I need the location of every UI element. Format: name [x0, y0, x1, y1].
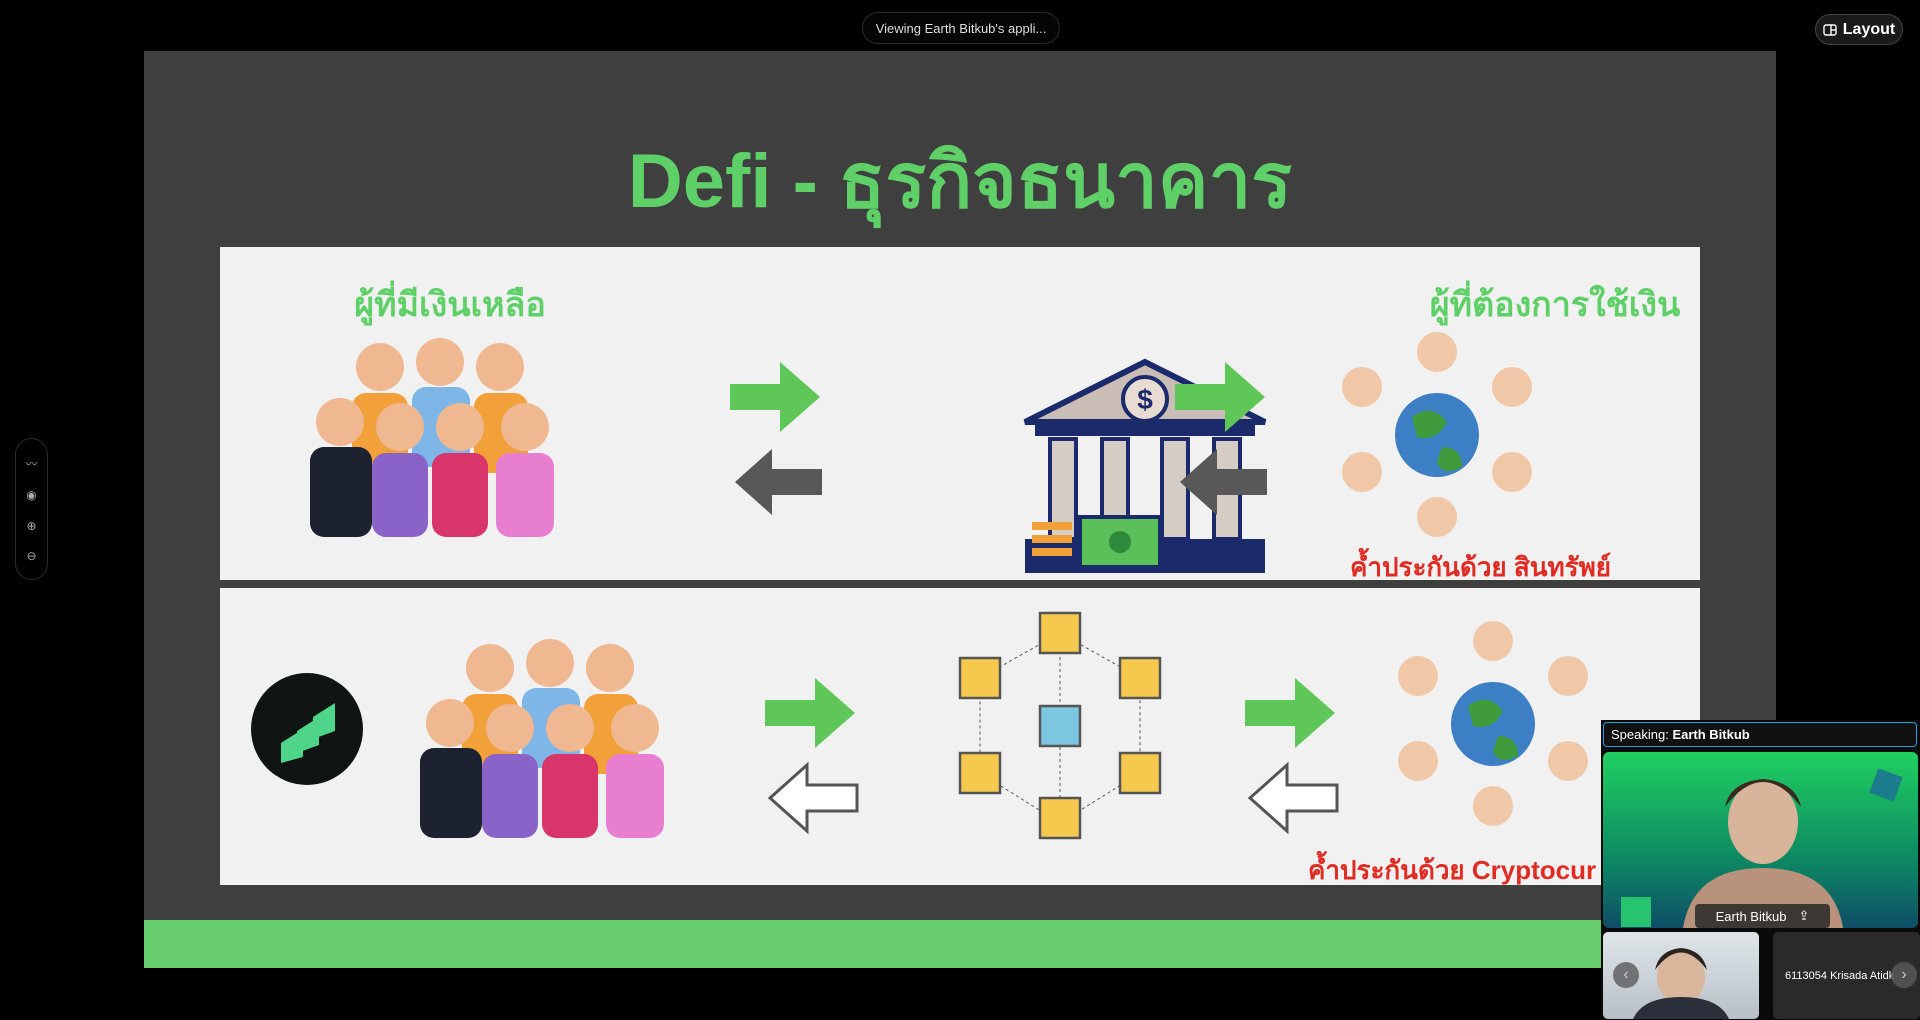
flow-arrows-right — [1175, 362, 1267, 515]
annotate-icon[interactable]: 〰 — [25, 457, 38, 472]
speaking-name: Earth Bitkub — [1672, 727, 1750, 742]
speaking-indicator: Speaking: Earth Bitkub — [1603, 722, 1917, 747]
share-icon[interactable]: ⇪ — [1798, 908, 1810, 923]
collateral-assets-label: ค้ำประกันด้วย สินทรัพย์ — [1350, 552, 1612, 582]
participant-name-tag: Earth Bitkub ⇪ — [1695, 904, 1830, 928]
svg-text:$: $ — [1137, 384, 1153, 415]
people-group-illustration-2 — [420, 639, 664, 838]
shared-slide: Defi - ธุรกิจธนาคาร ผู้ที่มีเงินเหลือ $ … — [144, 51, 1776, 968]
participant-video — [1633, 948, 1729, 1019]
blockchain-network-icon — [958, 611, 1162, 840]
slide-title: Defi - ธุรกิจธนาคาร — [627, 139, 1293, 224]
participant-name: 6113054 Krisada Atidk — [1785, 969, 1895, 982]
next-page-button[interactable]: › — [1891, 962, 1917, 988]
video-panel: Speaking: Earth Bitkub Earth Bitkub ⇪ ‹ 6… — [1601, 720, 1920, 1020]
prev-page-button[interactable]: ‹ — [1613, 962, 1639, 988]
layout-button[interactable]: Layout — [1815, 14, 1903, 45]
speaker-video — [1621, 768, 1903, 928]
viewing-label: Viewing Earth Bitkub's appli... — [875, 20, 1047, 36]
compound-logo — [251, 673, 363, 785]
people-group-illustration — [310, 338, 554, 537]
viewing-status-pill[interactable]: Viewing Earth Bitkub's appli... — [862, 12, 1060, 44]
main-video-tile[interactable]: Earth Bitkub ⇪ — [1603, 752, 1918, 928]
lenders-heading: ผู้ที่มีเงินเหลือ — [354, 286, 546, 324]
speaking-prefix: Speaking: — [1611, 727, 1669, 742]
collateral-crypto-label: ค้ำประกันด้วย Cryptocur — [1308, 855, 1597, 885]
layout-icon — [1823, 23, 1837, 36]
participant-thumbnail-2[interactable]: 6113054 Krisada Atidk › — [1773, 932, 1920, 1019]
zoom-in-icon[interactable]: ⊕ — [26, 518, 37, 533]
participant-thumbnail[interactable]: ‹ — [1603, 932, 1759, 1019]
bank-icon: $ — [1023, 358, 1267, 573]
zoom-out-icon[interactable]: ⊖ — [26, 548, 37, 563]
traditional-bank-panel: ผู้ที่มีเงินเหลือ $ ผู้ที่ต้องการใช้เงิน… — [220, 247, 1700, 582]
defi-panel: ค้ำประกันด้วย Cryptocur — [220, 588, 1700, 885]
defi-arrows-right — [1245, 678, 1339, 835]
defi-arrows-left — [765, 678, 859, 835]
layout-label: Layout — [1842, 20, 1896, 38]
global-users-illustration-2 — [1398, 621, 1588, 826]
flow-arrows-left — [730, 362, 822, 515]
slide-footer-bar — [144, 920, 1776, 968]
borrowers-heading: ผู้ที่ต้องการใช้เงิน — [1429, 286, 1681, 324]
spotlight-icon[interactable]: ◉ — [26, 488, 37, 503]
global-users-illustration — [1342, 332, 1532, 537]
main-participant-name: Earth Bitkub — [1715, 908, 1787, 924]
annotation-toolbar: 〰 ◉ ⊕ ⊖ — [15, 438, 48, 580]
